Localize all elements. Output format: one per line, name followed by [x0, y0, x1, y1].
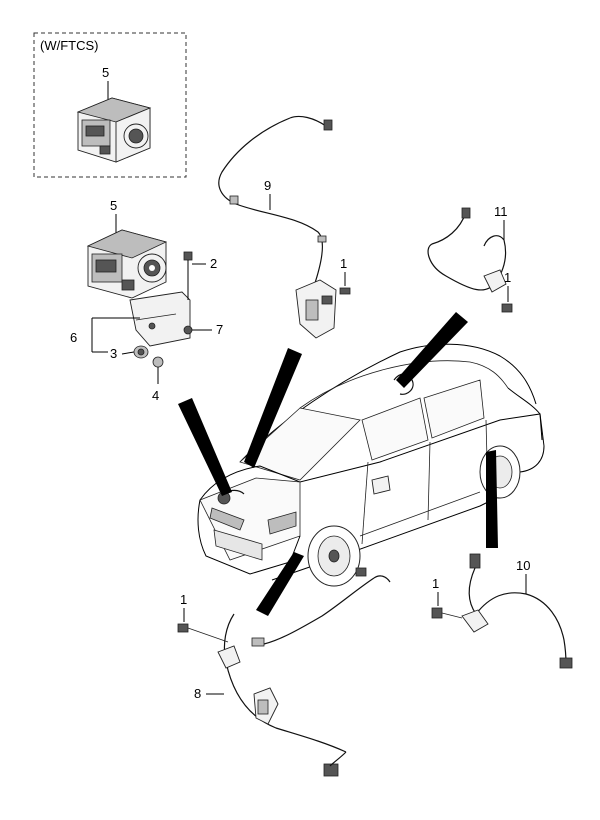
inset-label: (W/FTCS)	[40, 38, 98, 53]
bolt-2: 2	[183, 251, 217, 300]
pointer-sensor-8	[256, 552, 304, 616]
callout-7: 7	[216, 322, 223, 337]
wheel-sensor-8: 8 1	[177, 567, 391, 777]
inset-callout-5: 5	[102, 65, 109, 80]
vehicle-body	[197, 343, 545, 587]
ftcs-inset: (W/FTCS) 5	[33, 32, 187, 178]
pointer-sensor-11	[396, 312, 468, 388]
bolt-1-rear-right: 1	[431, 576, 463, 619]
hecu-unit-inset	[76, 97, 152, 163]
callout-11: 11	[494, 204, 508, 219]
bolt-1-front-right: 1	[177, 592, 229, 643]
callout-6: 6	[70, 330, 77, 345]
bracket	[129, 291, 191, 347]
callout-4: 4	[152, 388, 159, 403]
callout-2: 2	[210, 256, 217, 271]
bolt-7: 7	[183, 322, 223, 337]
sensor-9-head	[295, 279, 337, 339]
wheel-sensor-9: 9 1	[218, 115, 351, 339]
callout-8: 8	[194, 686, 201, 701]
callout-5: 5	[110, 198, 117, 213]
front-wheel	[307, 525, 361, 587]
side-mirror	[371, 475, 391, 495]
headlight-left	[209, 507, 245, 531]
pointer-hecu	[178, 398, 232, 496]
pointer-sensor-10	[486, 450, 498, 548]
callout-9: 9	[264, 178, 271, 193]
hecu-unit	[86, 229, 168, 299]
inset-border	[33, 32, 187, 178]
nut-4: 4	[152, 356, 164, 403]
bushing-3: 3	[110, 345, 149, 361]
callout-1-fl: 1	[340, 256, 347, 271]
wheel-sensor-11: 11 1	[427, 204, 513, 313]
grille	[213, 529, 263, 561]
callout-1-rl: 1	[504, 270, 511, 285]
bolt-1-rear-left: 1	[501, 270, 513, 313]
pointer-sensor-9	[244, 348, 302, 468]
callout-1-fr: 1	[180, 592, 187, 607]
hecu-assembly: 5 2 7 6	[70, 198, 223, 403]
headlight-right	[267, 511, 297, 535]
location-pointers	[178, 312, 498, 616]
callout-10: 10	[516, 558, 530, 573]
wheel-sensor-10: 10 1	[431, 553, 573, 669]
callout-3: 3	[110, 346, 117, 361]
sensor-8-head	[253, 687, 279, 725]
bolt-1-front-left: 1	[339, 256, 351, 295]
callout-1-rr: 1	[432, 576, 439, 591]
